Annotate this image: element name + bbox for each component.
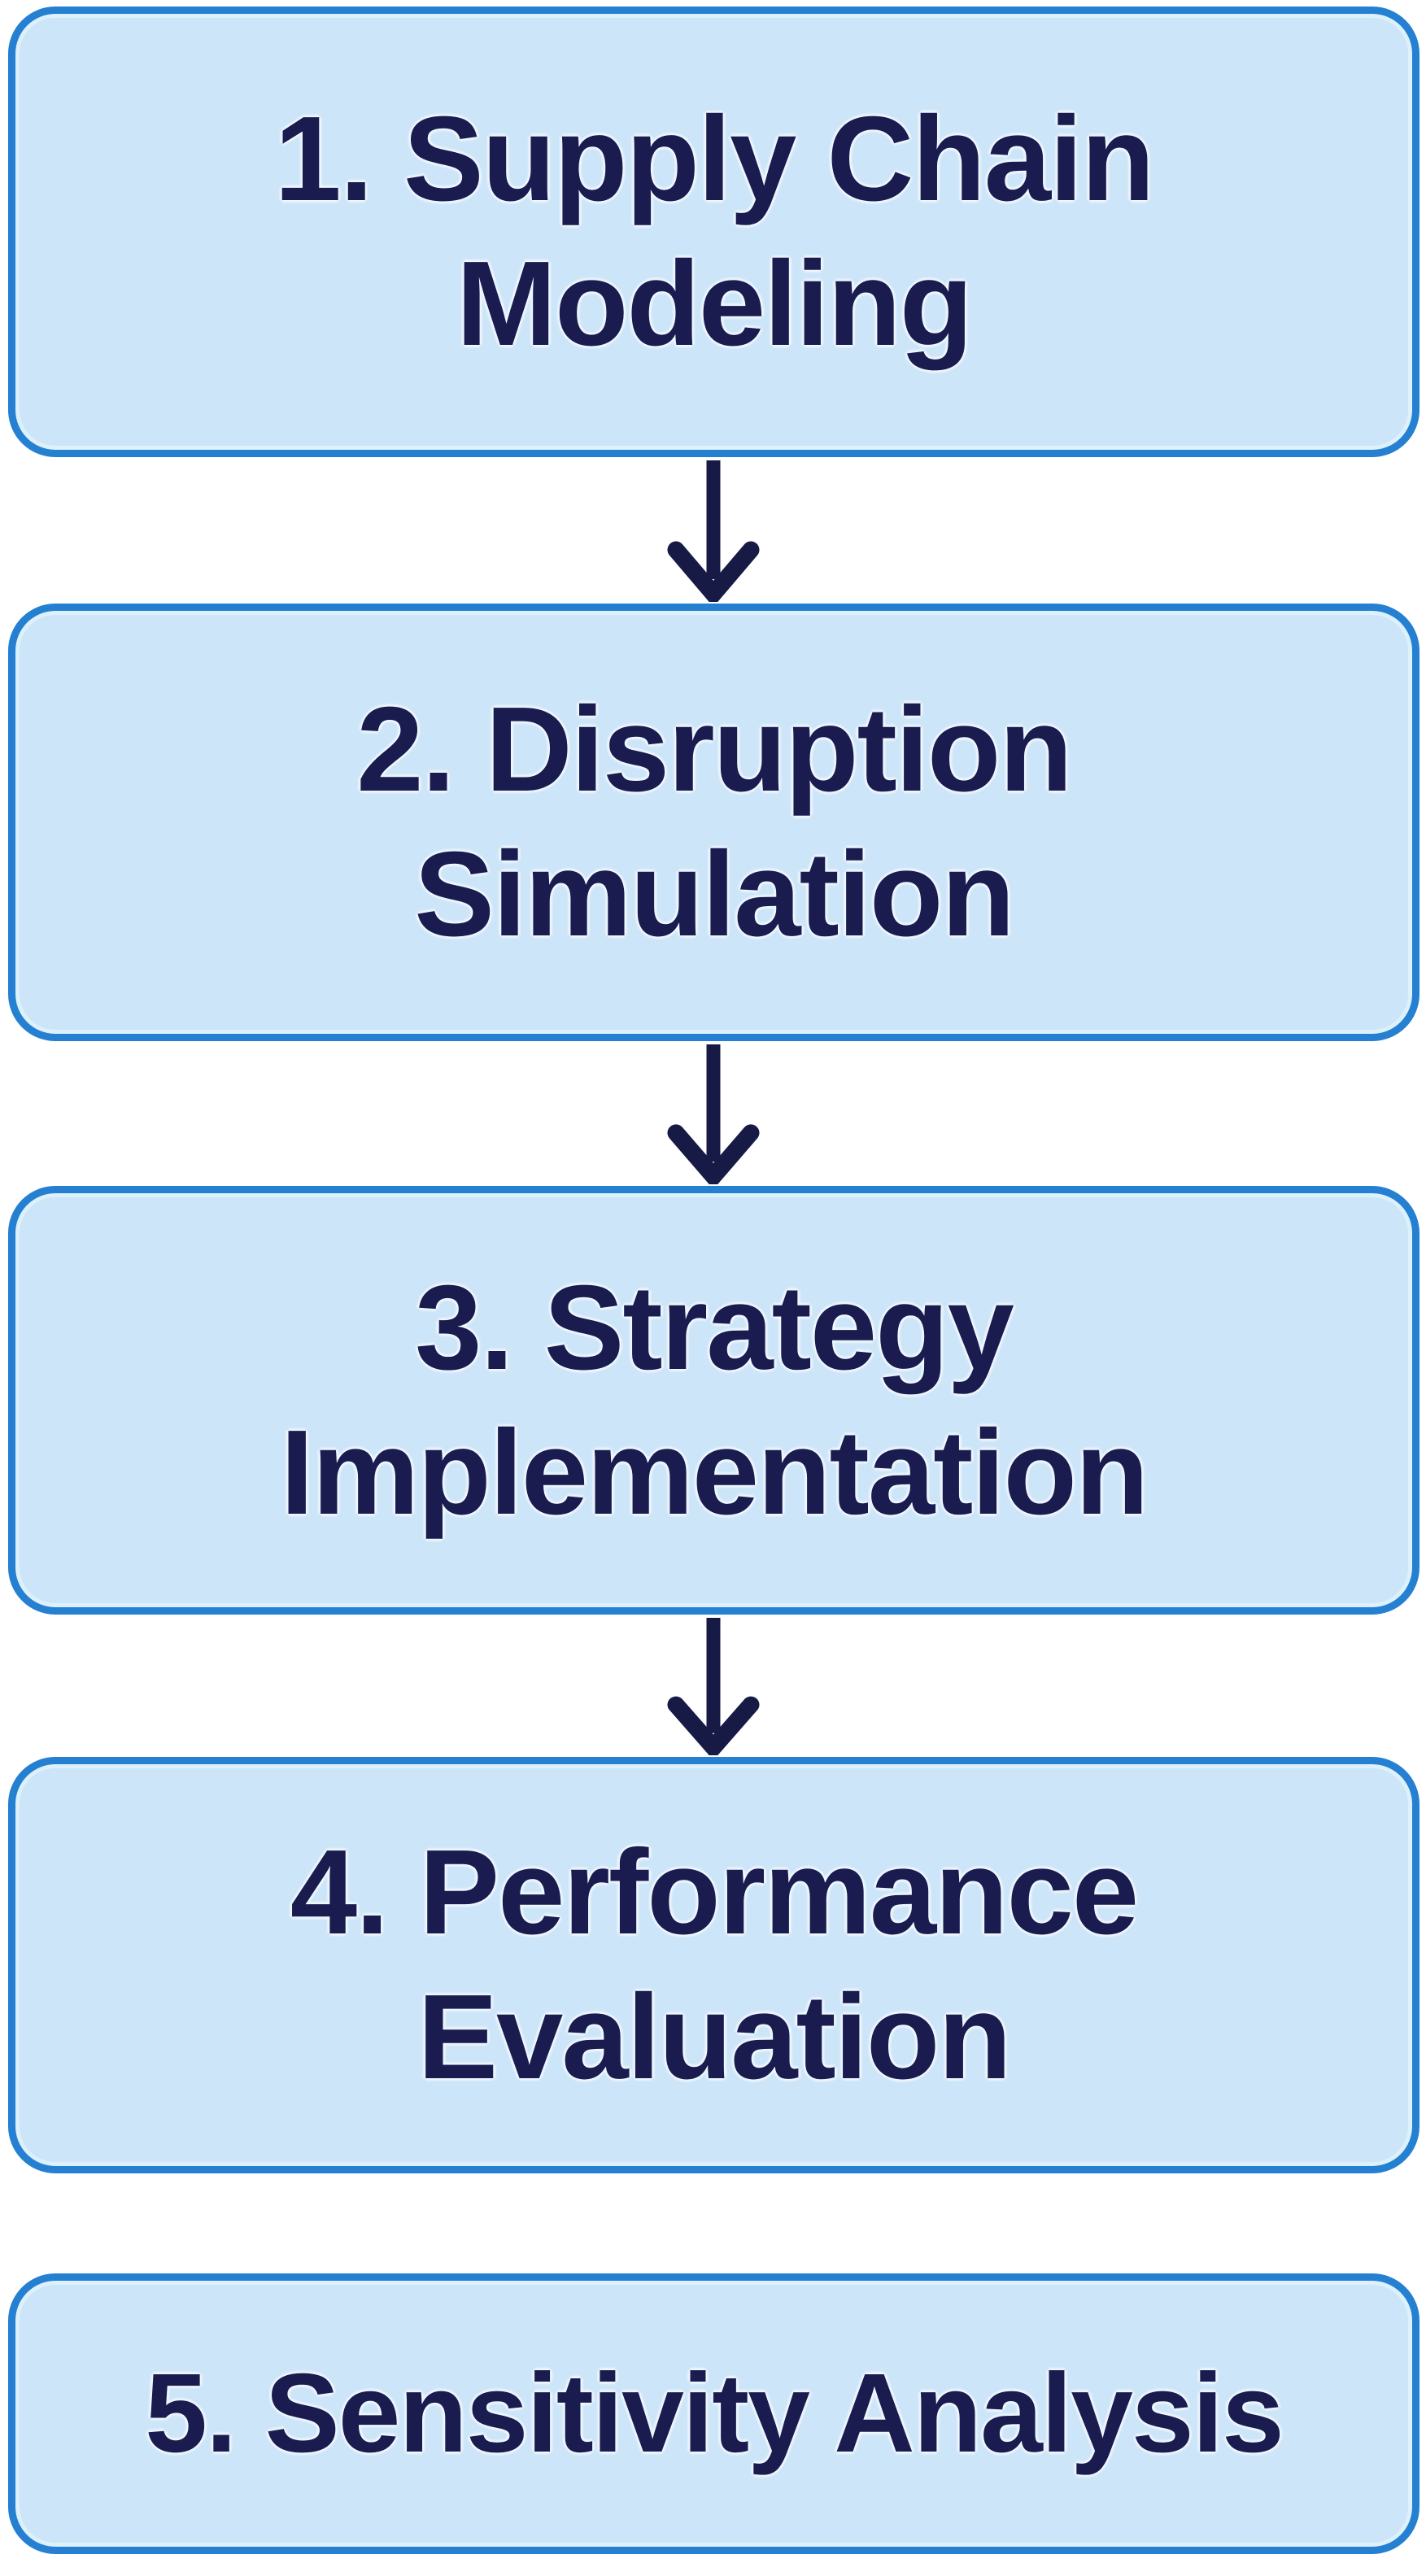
step-3-label-line-2: Implementation	[280, 1405, 1149, 1540]
step-2-label-line-1: 2. Disruption	[356, 682, 1072, 817]
step-3-label-line-1: 3. Strategy	[415, 1260, 1014, 1395]
step-5-label-line-1: 5. Sensitivity Analysis	[145, 2350, 1284, 2476]
step-2-label-line-2: Simulation	[414, 827, 1014, 961]
step-4-label-line-2: Evaluation	[417, 1970, 1011, 2104]
step-1-label-line-2: Modeling	[456, 237, 973, 371]
step-box-4: 4. Performance Evaluation	[8, 1757, 1419, 2173]
down-arrow-icon	[667, 1044, 759, 1184]
down-arrow-icon	[667, 460, 759, 602]
step-box-3: 3. Strategy Implementation	[8, 1186, 1419, 1615]
step-1-label-line-1: 1. Supply Chain	[274, 92, 1154, 227]
step-box-2: 2. Disruption Simulation	[8, 604, 1419, 1041]
step-4-label-line-1: 4. Performance	[290, 1825, 1139, 1960]
step-box-5: 5. Sensitivity Analysis	[8, 2273, 1419, 2554]
step-box-1: 1. Supply Chain Modeling	[8, 7, 1419, 457]
down-arrow-icon	[667, 1617, 759, 1755]
